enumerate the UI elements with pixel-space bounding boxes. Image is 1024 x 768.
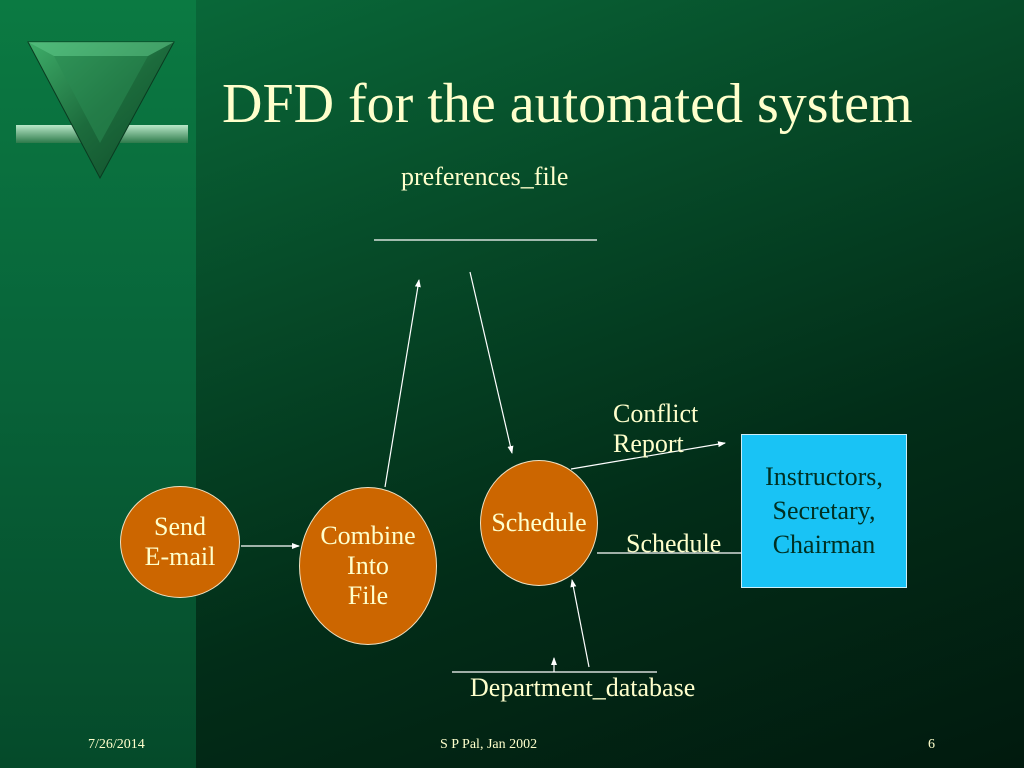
process-combine-label: Combine Into File [320,521,416,610]
slide-title: DFD for the automated system [222,73,913,135]
footer-author: S P Pal, Jan 2002 [440,737,538,752]
footer-page-number: 6 [928,737,935,752]
process-schedule-label: Schedule [491,508,587,538]
schedule-flow-label: Schedule [626,529,722,558]
department-database-label: Department_database [470,673,696,702]
process-schedule: Schedule [480,460,598,586]
conflict-report-flow-label: Conflict Report [613,399,699,458]
entity-label: Instructors, Secretary, Chairman [765,462,883,559]
process-send-email-label: Send E-mail [144,512,216,571]
footer-date: 7/26/2014 [88,737,145,752]
triangle-logo-icon [16,41,188,180]
process-send-email: Send E-mail [120,486,240,598]
flow-schedule-to-conflict-report [570,441,726,470]
preferences-file-label: preferences_file [401,162,569,191]
flow-department-to-schedule [570,579,590,668]
flow-preferences-to-schedule [469,271,514,454]
flow-combine-to-preferences [384,279,421,488]
process-combine-into-file: Combine Into File [299,487,437,645]
external-entity-instructors: Instructors, Secretary, Chairman [741,434,907,588]
